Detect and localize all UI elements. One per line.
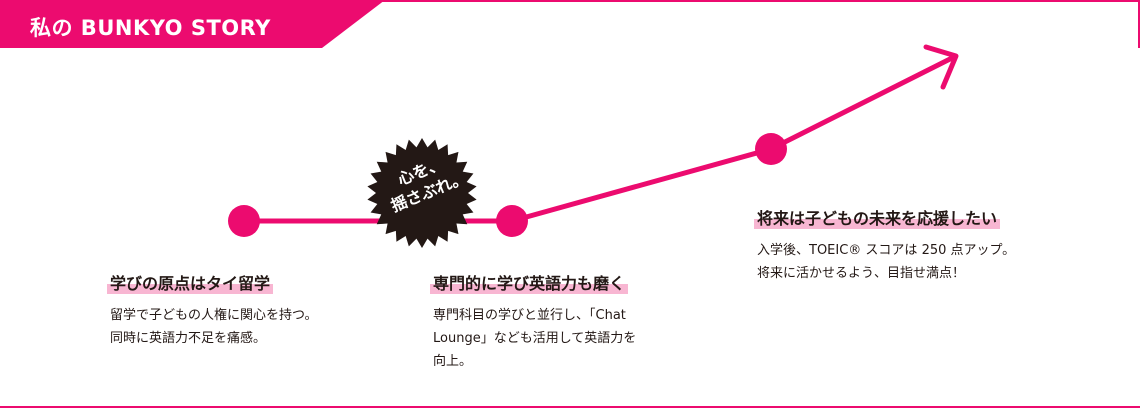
story-title-3: 将来は子どもの未来を応援したい bbox=[754, 205, 1001, 229]
story-title-1: 学びの原点はタイ留学 bbox=[107, 270, 274, 294]
story-1-line-2: 同時に英語力不足を痛感。 bbox=[110, 331, 267, 346]
story-body-2: 専門科目の学びと並行し、「Chat Lounge」なども活用して英語力を 向上。 bbox=[433, 304, 636, 373]
story-3-line-2: 将来に活かせるよう、目指せ満点！ bbox=[757, 266, 966, 281]
page-title: 私の BUNKYO STORY bbox=[30, 16, 271, 40]
story-title-2: 専門的に学び英語力も磨く bbox=[430, 270, 629, 294]
story-block-3: 将来は子どもの未来を応援したい 入学後、TOEIC® スコアは 250 点アップ… bbox=[754, 205, 1015, 285]
header-banner bbox=[0, 0, 385, 48]
right-border bbox=[1138, 0, 1140, 48]
milestone-dot-1 bbox=[228, 205, 260, 237]
top-border bbox=[0, 0, 1140, 2]
story-block-2: 専門的に学び英語力も磨く 専門科目の学びと並行し、「Chat Lounge」など… bbox=[430, 270, 636, 373]
story-1-line-1: 留学で子どもの人権に関心を持つ。 bbox=[110, 308, 318, 323]
bottom-border bbox=[0, 406, 1140, 408]
story-block-1: 学びの原点はタイ留学 留学で子どもの人権に関心を持つ。 同時に英語力不足を痛感。 bbox=[107, 270, 317, 350]
story-body-1: 留学で子どもの人権に関心を持つ。 同時に英語力不足を痛感。 bbox=[110, 304, 317, 350]
story-body-3: 入学後、TOEIC® スコアは 250 点アップ。 将来に活かせるよう、目指せ満… bbox=[757, 239, 1015, 285]
story-2-line-2: Lounge」なども活用して英語力を bbox=[433, 331, 637, 346]
journey-segment-2 bbox=[511, 146, 772, 224]
arrow-head-icon bbox=[923, 44, 959, 90]
milestone-dot-3 bbox=[755, 133, 787, 165]
story-2-line-1: 専門科目の学びと並行し、「Chat bbox=[433, 308, 626, 323]
milestone-dot-2 bbox=[496, 205, 528, 237]
journey-segment-3 bbox=[769, 54, 956, 152]
story-3-line-1: 入学後、TOEIC® スコアは 250 点アップ。 bbox=[757, 243, 1016, 258]
story-2-line-3: 向上。 bbox=[433, 354, 473, 369]
starburst-badge-icon bbox=[367, 138, 477, 248]
